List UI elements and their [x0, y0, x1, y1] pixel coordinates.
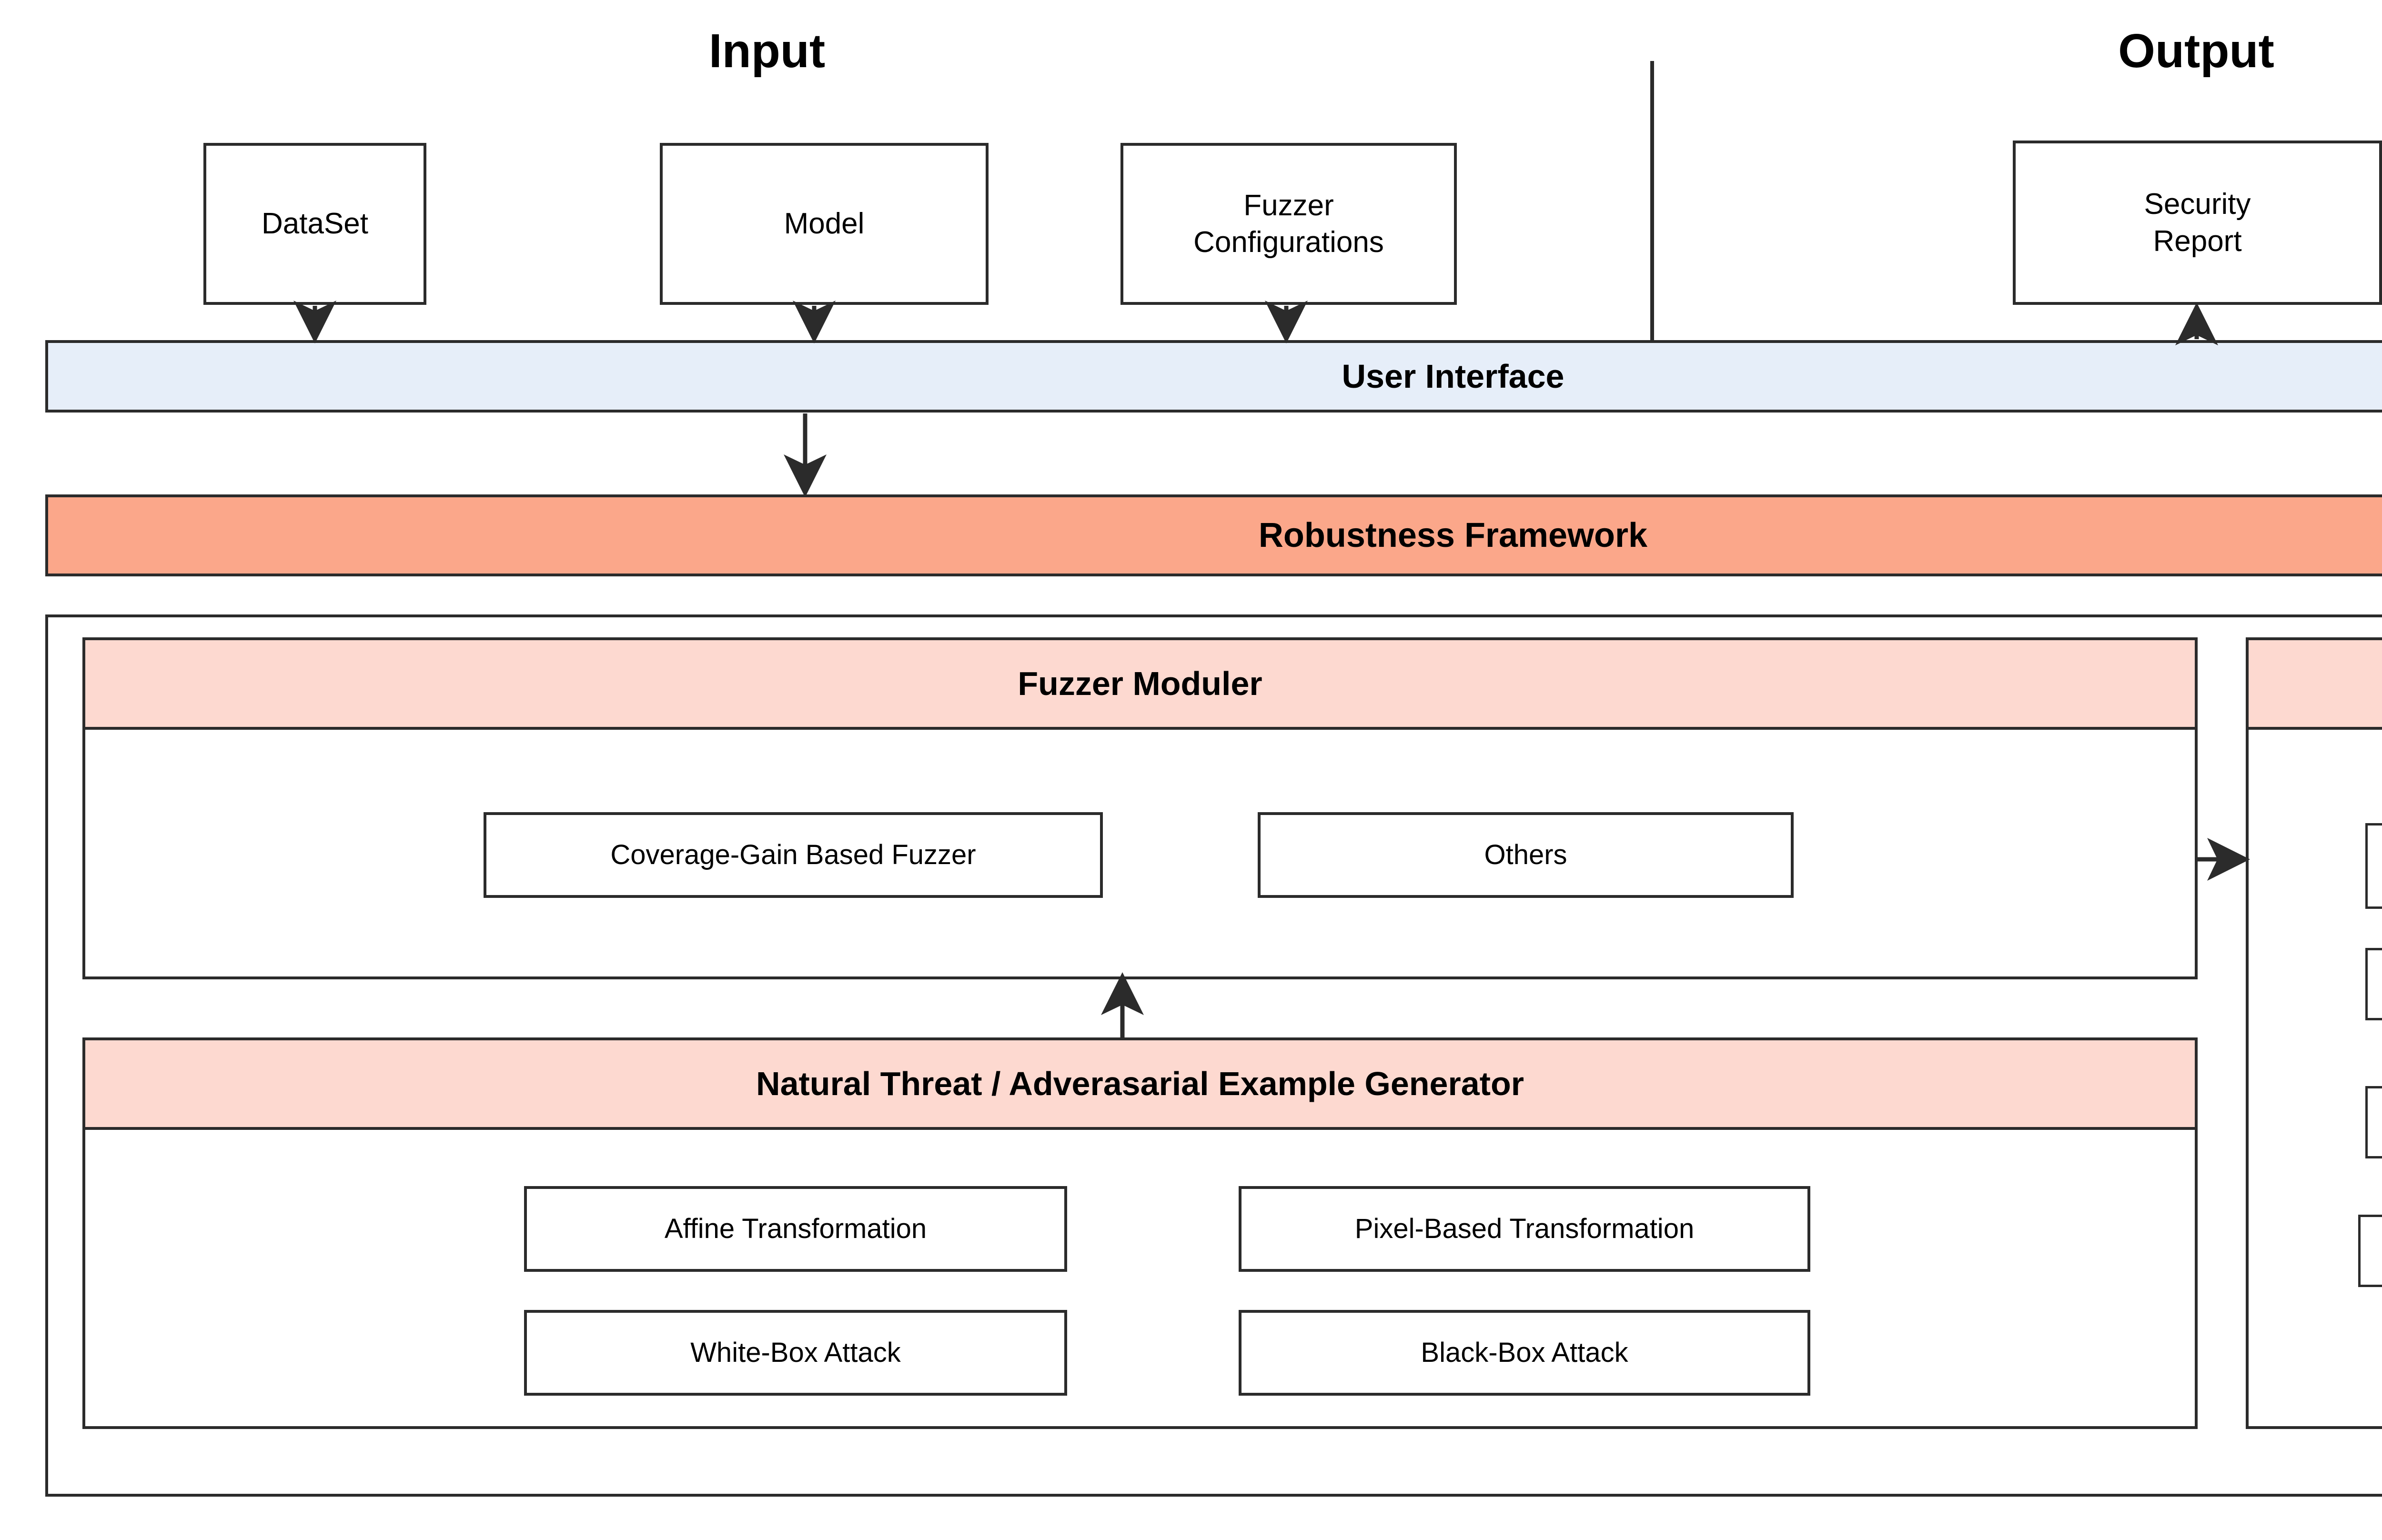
fuzzer-moduler-header: Fuzzer Moduler [85, 640, 2195, 730]
output-section-title: Output [2118, 24, 2274, 78]
evaluation-item-coverage-utility[interactable]: Coverage Utility [2365, 948, 2382, 1020]
evaluation-item-attack-utility[interactable]: Attack Utility [2365, 1086, 2382, 1158]
input-box-model[interactable]: Model [660, 143, 989, 305]
generator-item-affine-transformation[interactable]: Affine Transformation [524, 1186, 1067, 1272]
input-section-title: Input [708, 24, 826, 78]
fuzzer-item-coverage-gain-based-fuzzer[interactable]: Coverage-Gain Based Fuzzer [484, 812, 1103, 898]
user-interface-band[interactable]: User Interface [45, 340, 2382, 413]
evaluation-item-classification-utility[interactable]: Classification Utility [2365, 823, 2382, 909]
generator-item-black-box-attack[interactable]: Black-Box Attack [1239, 1310, 1810, 1396]
evaluation-panel: Evaluation [2246, 637, 2382, 1429]
input-output-divider [1650, 61, 1654, 345]
generator-item-white-box-attack[interactable]: White-Box Attack [524, 1310, 1067, 1396]
evaluation-item-others[interactable]: Others [2358, 1215, 2382, 1287]
fuzzer-item-others[interactable]: Others [1258, 812, 1794, 898]
fuzzer-moduler-panel: Fuzzer Moduler [82, 637, 2198, 979]
generator-header: Natural Threat / Adverasarial Example Ge… [85, 1040, 2195, 1130]
generator-panel: Natural Threat / Adverasarial Example Ge… [82, 1037, 2198, 1429]
input-box-fuzzer-configurations[interactable]: Fuzzer Configurations [1120, 143, 1457, 305]
output-box-security-report[interactable]: Security Report [2013, 141, 2382, 305]
input-box-dataset[interactable]: DataSet [203, 143, 426, 305]
evaluation-header: Evaluation [2249, 640, 2382, 730]
robustness-framework-band[interactable]: Robustness Framework [45, 494, 2382, 576]
generator-item-pixel-based-transformation[interactable]: Pixel-Based Transformation [1239, 1186, 1810, 1272]
